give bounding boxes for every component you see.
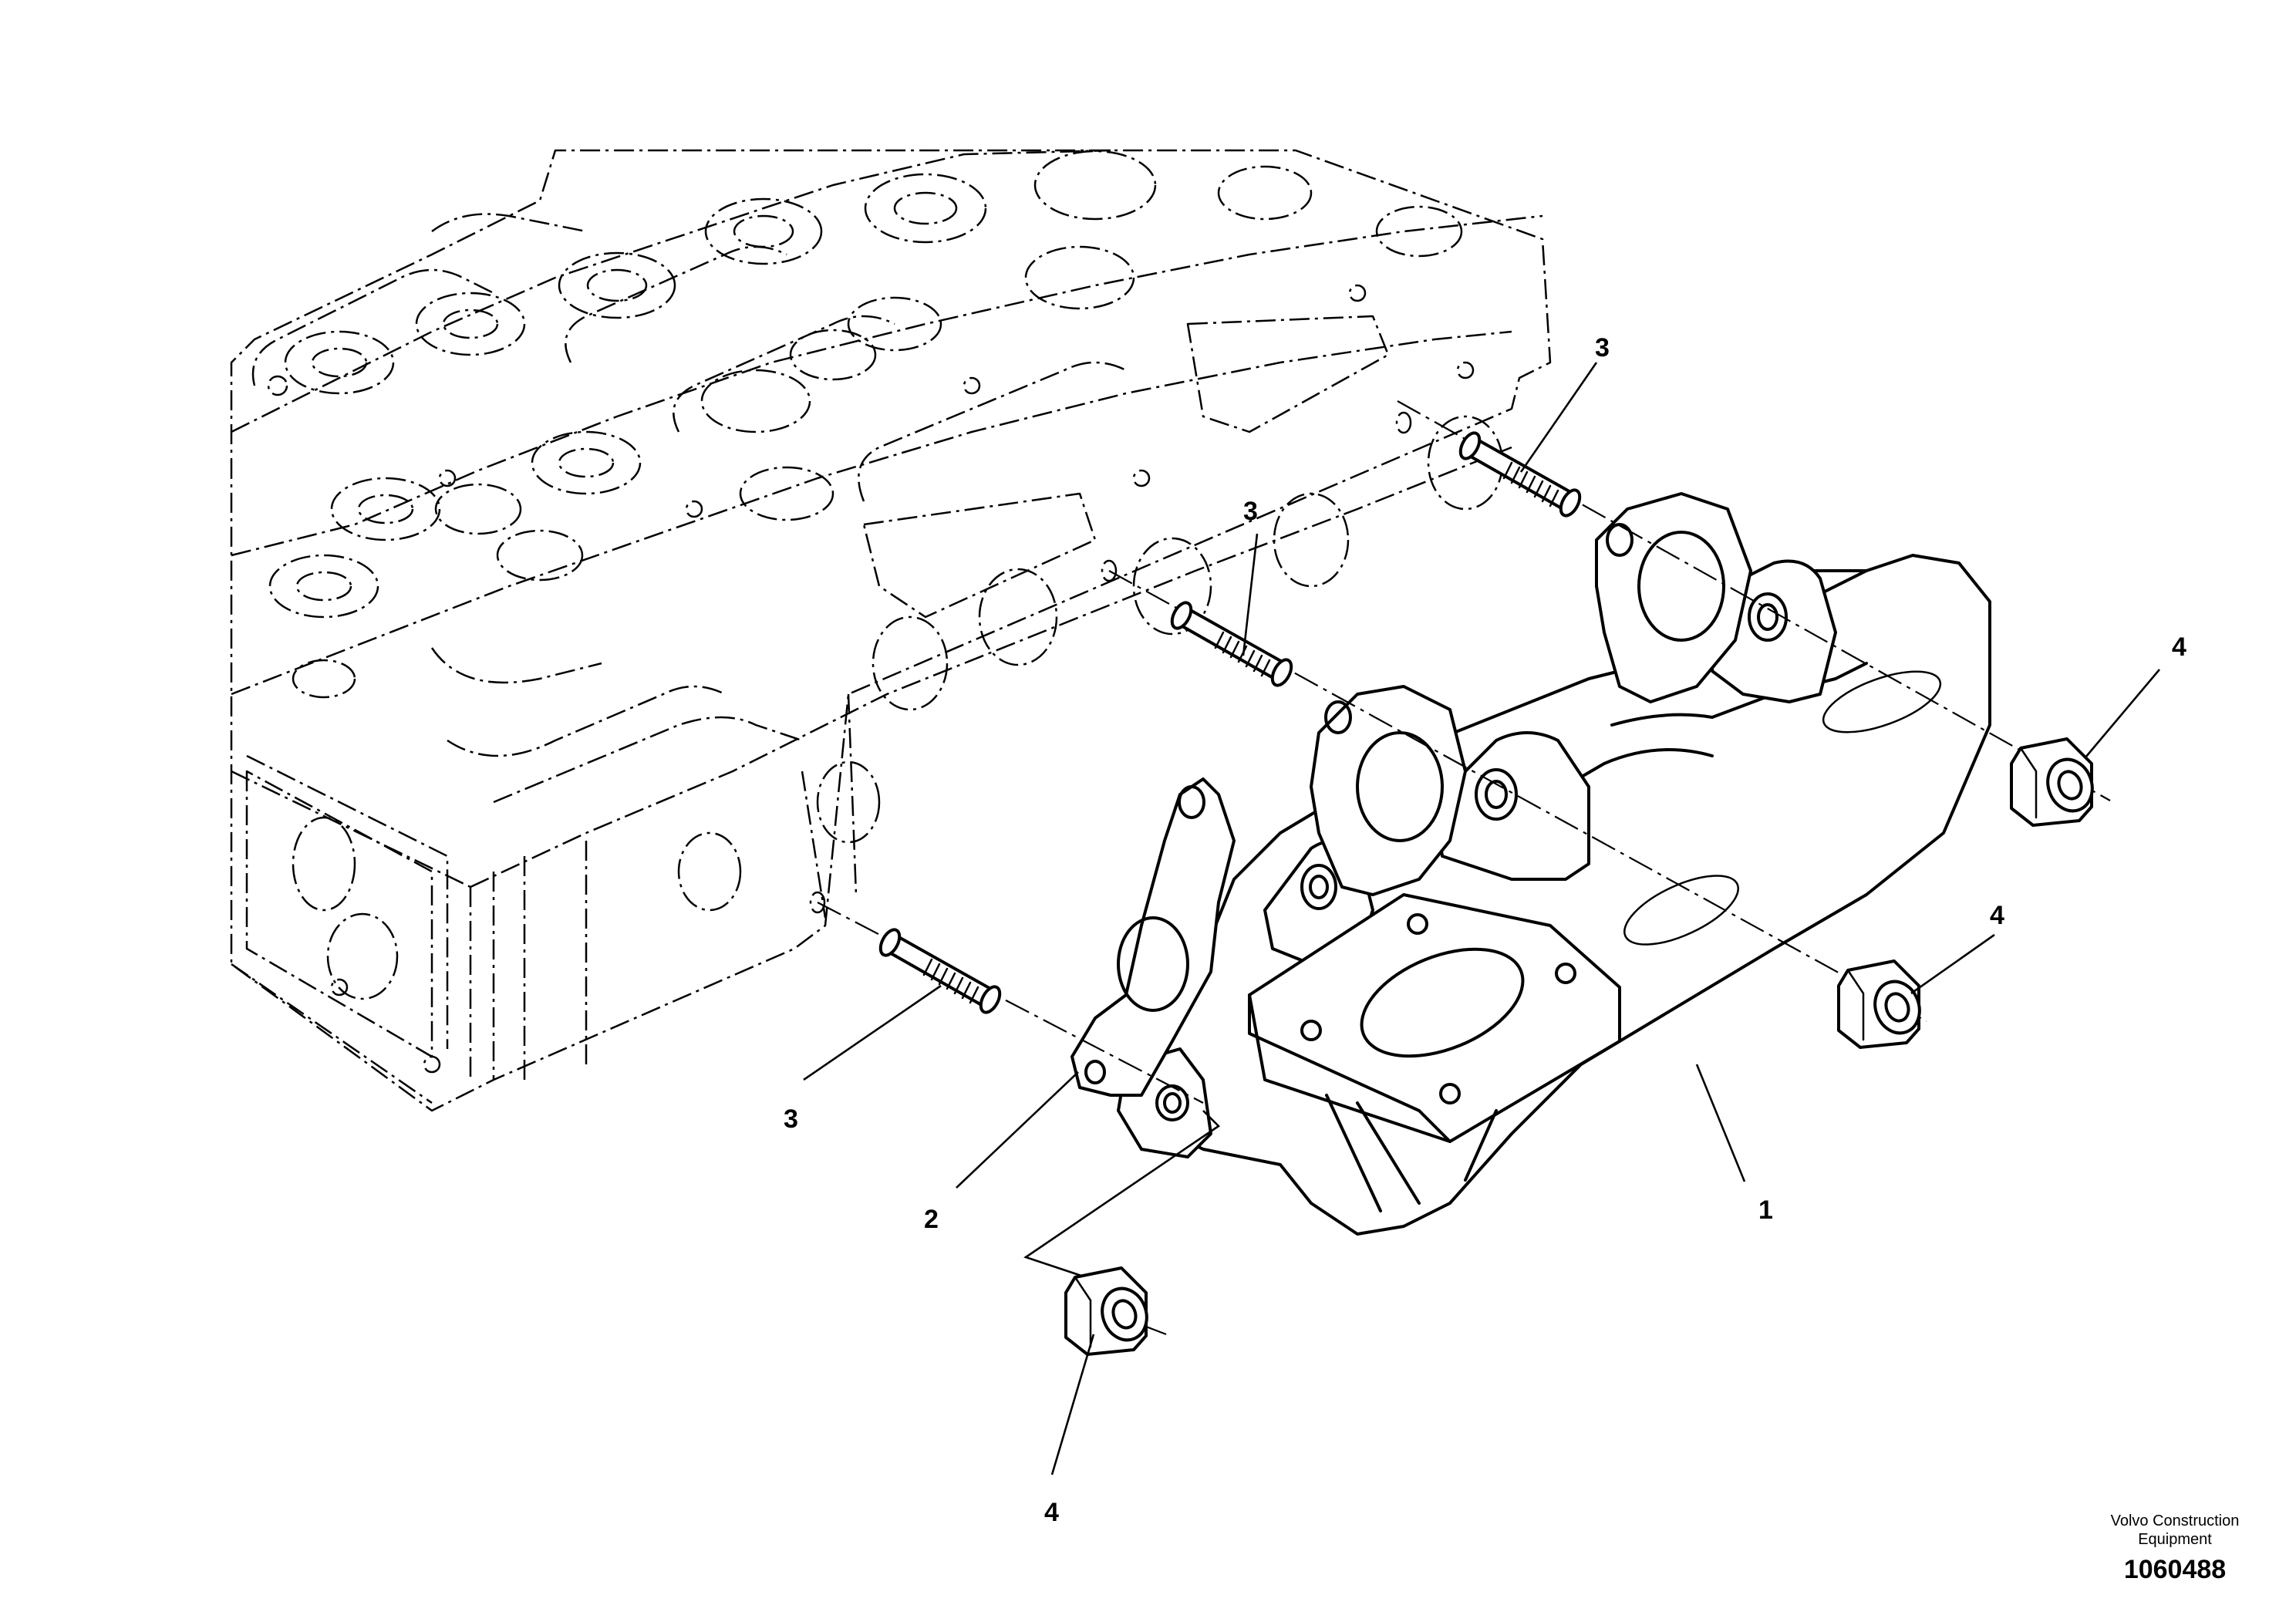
callout-3-stud-lower: 3 — [784, 1104, 798, 1134]
callout-4-nut-lower: 4 — [1044, 1498, 1059, 1527]
callout-1-manifold: 1 — [1758, 1195, 1773, 1225]
callout-4-nut-middle: 4 — [1990, 901, 2004, 930]
callout-2-gasket: 2 — [924, 1205, 939, 1234]
callout-3-stud-upper: 3 — [1595, 333, 1610, 363]
nut-part-4-lower — [1064, 1266, 1167, 1356]
callout-4-nut-right: 4 — [2172, 632, 2186, 662]
callout-leaders — [803, 362, 2160, 1475]
nut-part-4-right — [2010, 737, 2094, 827]
nut-part-4-middle — [1837, 959, 1921, 1049]
stud-part-3-middle — [1170, 601, 1293, 687]
stud-part-3-upper — [1458, 431, 1582, 518]
cylinder-head-phantom — [230, 149, 1552, 1112]
drawing-number: 1060488 — [2124, 1555, 2226, 1584]
credit-line-2: Equipment — [2138, 1531, 2212, 1548]
stud-part-3-lower — [878, 928, 1002, 1014]
callout-3-stud-middle: 3 — [1243, 497, 1258, 526]
drawing-title-block: Volvo Construction Equipment 1060488 — [2111, 1512, 2240, 1584]
exhaust-manifold-part-1 — [1117, 554, 1991, 1236]
credit-line-1: Volvo Construction — [2111, 1512, 2240, 1529]
manifold-gasket-part-2 — [1070, 492, 1752, 1097]
callout-labels: 1 2 3 3 3 4 4 4 — [784, 333, 2186, 1527]
